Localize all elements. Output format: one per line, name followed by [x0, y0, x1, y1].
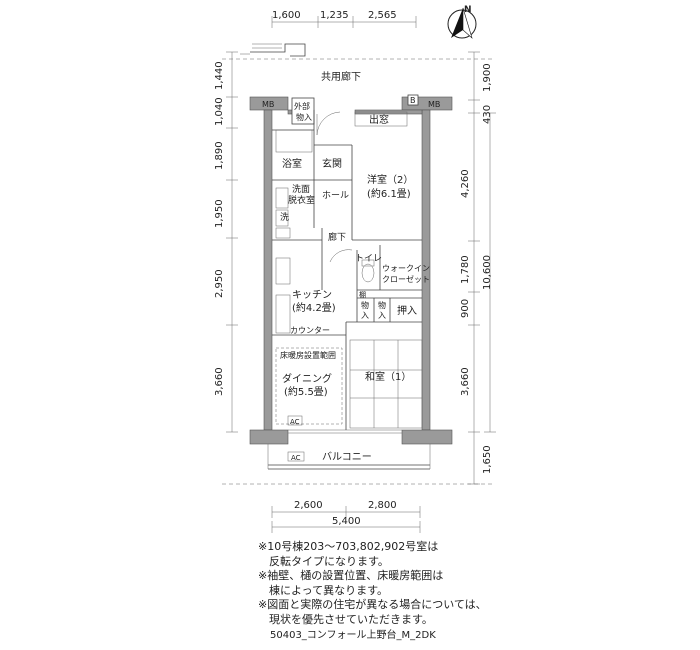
western-room-label-2: (約6.1畳) — [367, 187, 411, 200]
left-dim-2: 1,040 — [214, 97, 225, 126]
bottom-dim-2: 2,800 — [368, 500, 397, 511]
storage-b-label-1: 物 — [378, 300, 386, 310]
top-fixtures: MB B MB 外部 物入 出窓 — [262, 94, 440, 136]
storage-b-label-2: 入 — [378, 311, 386, 320]
ac-indoor-label: AC — [290, 418, 300, 426]
toilet-label: トイレ — [355, 254, 382, 264]
note-line-6: 現状を優先させていただきます。 — [258, 612, 433, 626]
note-line-1: ※10号棟203～703,802,902号室は — [258, 540, 439, 553]
bottom-dimension-line: 2,600 2,800 5,400 — [271, 500, 421, 533]
note-line-2: 反転タイプになります。 — [258, 554, 389, 568]
outer-storage-label-2: 物入 — [296, 112, 312, 122]
right-dimension-line: 1,900 430 4,260 1,780 900 3,660 1,650 10… — [460, 51, 496, 485]
left-dimension-line: 1,440 1,040 1,890 1,950 2,950 3,660 — [214, 51, 238, 433]
hallway-label: 廊下 — [328, 231, 346, 243]
common-corridor-label: 共用廊下 — [321, 70, 361, 83]
left-dim-3: 1,890 — [214, 141, 225, 170]
left-dim-1: 1,440 — [214, 61, 225, 90]
floor-heating-label: 床暖房設置範囲 — [280, 350, 336, 360]
washroom-label-2: 脱衣室 — [288, 194, 315, 206]
walls — [249, 96, 453, 445]
ac-outdoor-label: AC — [291, 454, 301, 462]
right-dim-1: 1,900 — [482, 63, 493, 92]
kitchen-label-2: (約4.2畳) — [292, 301, 336, 314]
entrance-label: 玄関 — [322, 157, 342, 170]
balcony-label: バルコニー — [322, 451, 372, 463]
interior-walls — [272, 110, 423, 434]
dining-label-1: ダイニング — [282, 372, 332, 385]
b-mark: B — [410, 96, 416, 105]
top-dim-1: 1,600 — [272, 10, 301, 21]
storage-a-label-1: 物 — [361, 300, 369, 310]
balcony: AC バルコニー — [267, 444, 431, 470]
bottom-dim-1: 2,600 — [294, 500, 323, 511]
right-dim-5: 900 — [460, 299, 471, 318]
western-room-label-1: 洋室（2） — [367, 173, 413, 186]
oshiire-label: 押入 — [397, 304, 417, 317]
note-line-4: 棟によって異なります。 — [258, 583, 389, 597]
closet-label-1: ウォークイン — [382, 264, 430, 273]
left-dim-6: 3,660 — [214, 367, 225, 396]
mb-left-label: MB — [262, 100, 274, 109]
hall-label: ホール — [322, 190, 349, 201]
outer-storage-label-1: 外部 — [294, 101, 310, 111]
file-code: 50403_コンフォール上野台_M_2DK — [270, 630, 436, 641]
bay-window-label: 出窓 — [369, 113, 389, 126]
right-dim-7: 1,650 — [482, 445, 493, 474]
mb-right-label: MB — [428, 100, 440, 109]
counter-label: カウンター — [290, 326, 330, 335]
note-line-5: ※図面と実際の住宅が異なる場合については、 — [258, 598, 487, 612]
left-dim-5: 2,950 — [214, 269, 225, 298]
shelf-label: 棚 — [359, 290, 366, 299]
right-dim-total: 10,600 — [482, 255, 493, 290]
storage-a-label-2: 入 — [361, 311, 369, 320]
boundary-lines — [222, 58, 492, 485]
right-dim-6: 3,660 — [460, 367, 471, 396]
japanese-room-label: 和室（1） — [365, 370, 411, 383]
dining-label-2: (約5.5畳) — [284, 385, 328, 398]
bottom-dim-total: 5,400 — [332, 516, 361, 527]
right-dim-3: 4,260 — [460, 169, 471, 198]
right-dim-4: 1,780 — [460, 255, 471, 284]
north-arrow-icon: N — [447, 5, 477, 39]
washer-label: 洗 — [280, 211, 289, 223]
north-label: N — [464, 5, 472, 15]
room-labels: 浴室 玄関 ホール 洗面 脱衣室 洗 洋室（2） (約6.1畳) 廊下 トイレ … — [280, 157, 430, 426]
left-dim-4: 1,950 — [214, 199, 225, 228]
notes-block: ※10号棟203～703,802,902号室は 反転タイプになります。 ※袖壁、… — [258, 540, 487, 628]
top-dim-2: 1,235 — [320, 10, 349, 21]
closet-label-2: クローゼット — [382, 274, 430, 284]
top-dimension-line: 1,600 1,235 2,565 — [271, 10, 417, 28]
right-dim-2: 430 — [482, 105, 493, 124]
kitchen-label-1: キッチン — [292, 289, 332, 301]
top-dim-3: 2,565 — [368, 10, 397, 21]
bath-label: 浴室 — [282, 157, 302, 170]
stair-outline — [240, 43, 306, 57]
note-line-3: ※袖壁、樋の設置位置、床暖房範囲は — [258, 569, 444, 583]
washroom-label-1: 洗面 — [292, 183, 310, 195]
